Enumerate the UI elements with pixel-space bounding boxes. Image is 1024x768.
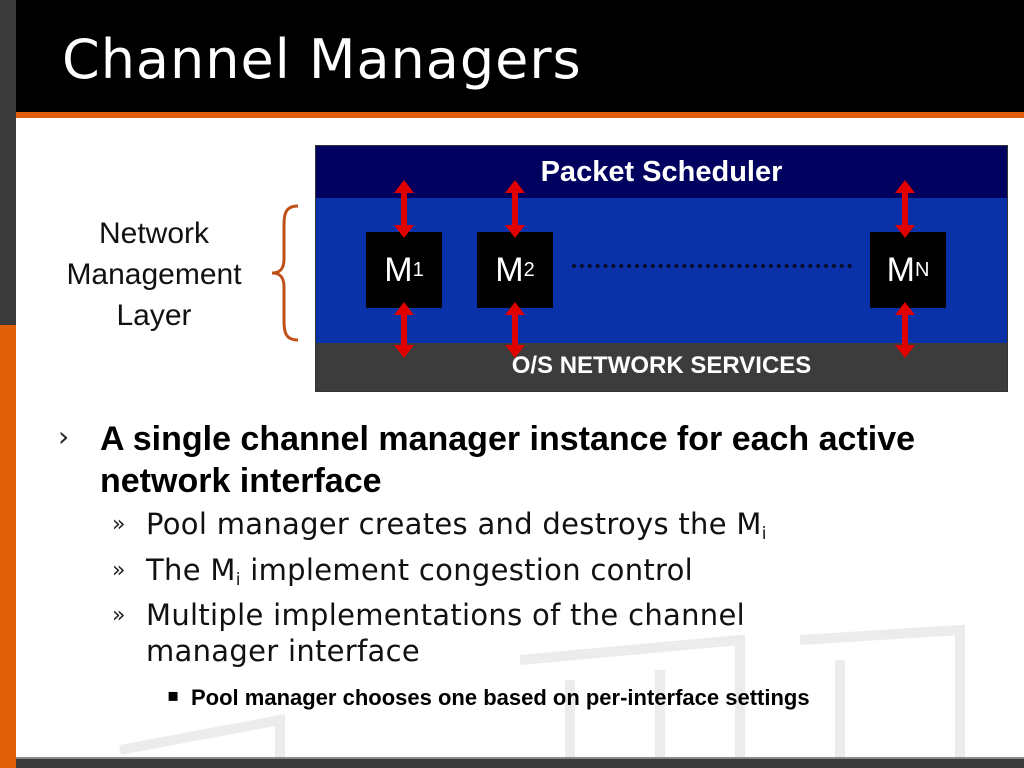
bullet-text: Pool manager creates and destroys the Mi [146, 506, 872, 552]
footer-rule [16, 759, 1024, 768]
footer-rule-highlight [16, 757, 1024, 759]
bullet-text: Pool manager chooses one based on per-in… [191, 685, 810, 710]
os-network-services-label: O/S NETWORK SERVICES [511, 352, 812, 379]
bullet-level3: ▪ Pool manager chooses one based on per-… [167, 684, 967, 712]
manager-index: 2 [523, 258, 535, 281]
bullet-marker: › [58, 420, 70, 453]
double-arrow-icon [505, 302, 525, 358]
bullet-marker: » [112, 512, 126, 537]
manager-index: 1 [412, 258, 424, 281]
manager-name: M [886, 250, 915, 289]
manager-name: M [384, 250, 413, 289]
double-arrow-icon [895, 302, 915, 358]
double-arrow-icon [505, 180, 525, 238]
manager-index: N [914, 258, 930, 281]
subscript: i [235, 570, 241, 590]
bullet-text-part: Multiple implementations of the channel … [146, 598, 745, 668]
packet-scheduler-label: Packet Scheduler [540, 156, 783, 188]
bullet-marker: » [112, 603, 126, 628]
double-arrow-icon [394, 302, 414, 358]
bullet-level1: › A single channel manager instance for … [58, 418, 958, 502]
double-arrow-icon [394, 180, 414, 238]
os-network-services-band [316, 343, 1007, 391]
bullet-marker: ▪ [167, 685, 180, 706]
left-edge-dark [0, 0, 16, 325]
left-edge-accent [0, 325, 16, 768]
bullet-text: A single channel manager instance for ea… [100, 420, 916, 500]
background-watermark [119, 624, 965, 760]
layer-label-line: Management [66, 258, 242, 291]
bullet-marker: » [112, 558, 126, 583]
packet-scheduler-band [316, 146, 1007, 198]
bullet-text-part: implement congestion control [240, 553, 694, 587]
bullet-text: Multiple implementations of the channel … [146, 597, 812, 669]
bullet-level2: » Pool manager creates and destroys the … [112, 506, 872, 552]
bullet-level2: » The Mi implement congestion control [112, 552, 872, 598]
title-bar [16, 0, 1024, 112]
brace-icon [271, 204, 299, 342]
bullet-text: The Mi implement congestion control [146, 552, 872, 598]
network-management-layer-label: Network Management Layer [40, 213, 268, 336]
layer-label-line: Network [98, 217, 210, 250]
layer-label-line: Layer [116, 299, 192, 332]
bullet-text-part: The M [146, 553, 236, 587]
bullet-text-part: Pool manager creates and destroys the M [146, 507, 762, 541]
bullet-level2: » Multiple implementations of the channe… [112, 597, 812, 669]
manager-name: M [495, 250, 524, 289]
subscript: i [761, 524, 767, 544]
double-arrow-icon [895, 180, 915, 238]
title-rule [16, 112, 1024, 118]
ellipsis-dots [572, 264, 852, 268]
slide-title: Channel Managers [62, 28, 582, 91]
